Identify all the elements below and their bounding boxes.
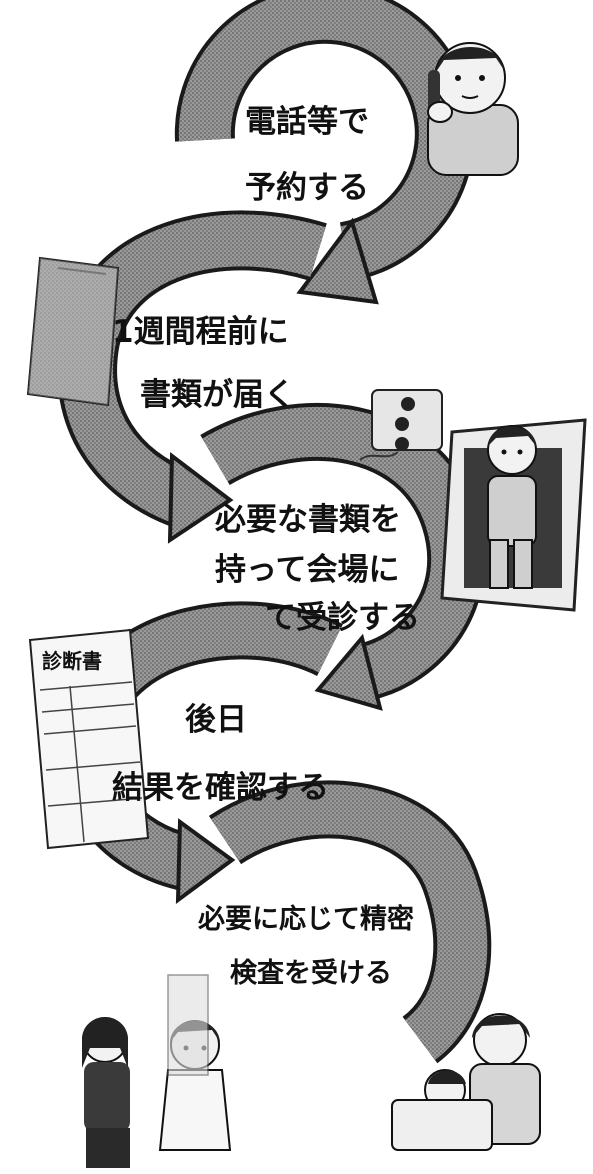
flow-arrow-1 — [174, 0, 475, 305]
step-1-text: 電話等で 予約する — [245, 104, 369, 206]
doctor-figure — [158, 974, 232, 1151]
xray-machine-icon — [359, 389, 443, 461]
step-2-line-1: 1週間程前に — [112, 314, 289, 350]
step-3-line-3: て受診する — [265, 600, 420, 636]
doctor-consultation-icon — [82, 974, 541, 1168]
step-3-text: 必要な書類を 持って会場に て受診する — [215, 502, 420, 636]
parent-and-child-figure — [391, 1013, 541, 1151]
step-1-line-2: 予約する — [245, 170, 369, 206]
step-1-line-1: 電話等で — [245, 104, 369, 140]
step-5-line-2: 検査を受ける — [230, 957, 392, 989]
step-4-text: 後日 結果を確認する — [112, 702, 329, 806]
step-5-text: 必要に応じて精密 検査を受ける — [198, 903, 414, 989]
diagnosis-document-icon: 診断書 — [28, 628, 150, 850]
flow-arrow-5 — [208, 780, 492, 1064]
step-4-line-2: 結果を確認する — [112, 770, 329, 806]
patient-figure — [82, 1017, 130, 1168]
step-3-line-1: 必要な書類を — [215, 502, 401, 538]
step-2-text: 1週間程前に 書類が届く — [112, 314, 295, 413]
document-envelope-icon — [26, 256, 120, 407]
person-on-phone-icon — [427, 42, 519, 176]
certificate-title: 診断書 — [42, 649, 102, 673]
step-5-line-1: 必要に応じて精密 — [198, 903, 414, 935]
xray-exam-icon — [359, 389, 587, 612]
step-2-line-2: 書類が届く — [140, 377, 295, 413]
step-3-line-2: 持って会場に — [215, 552, 399, 588]
step-4-line-1: 後日 — [185, 702, 247, 738]
